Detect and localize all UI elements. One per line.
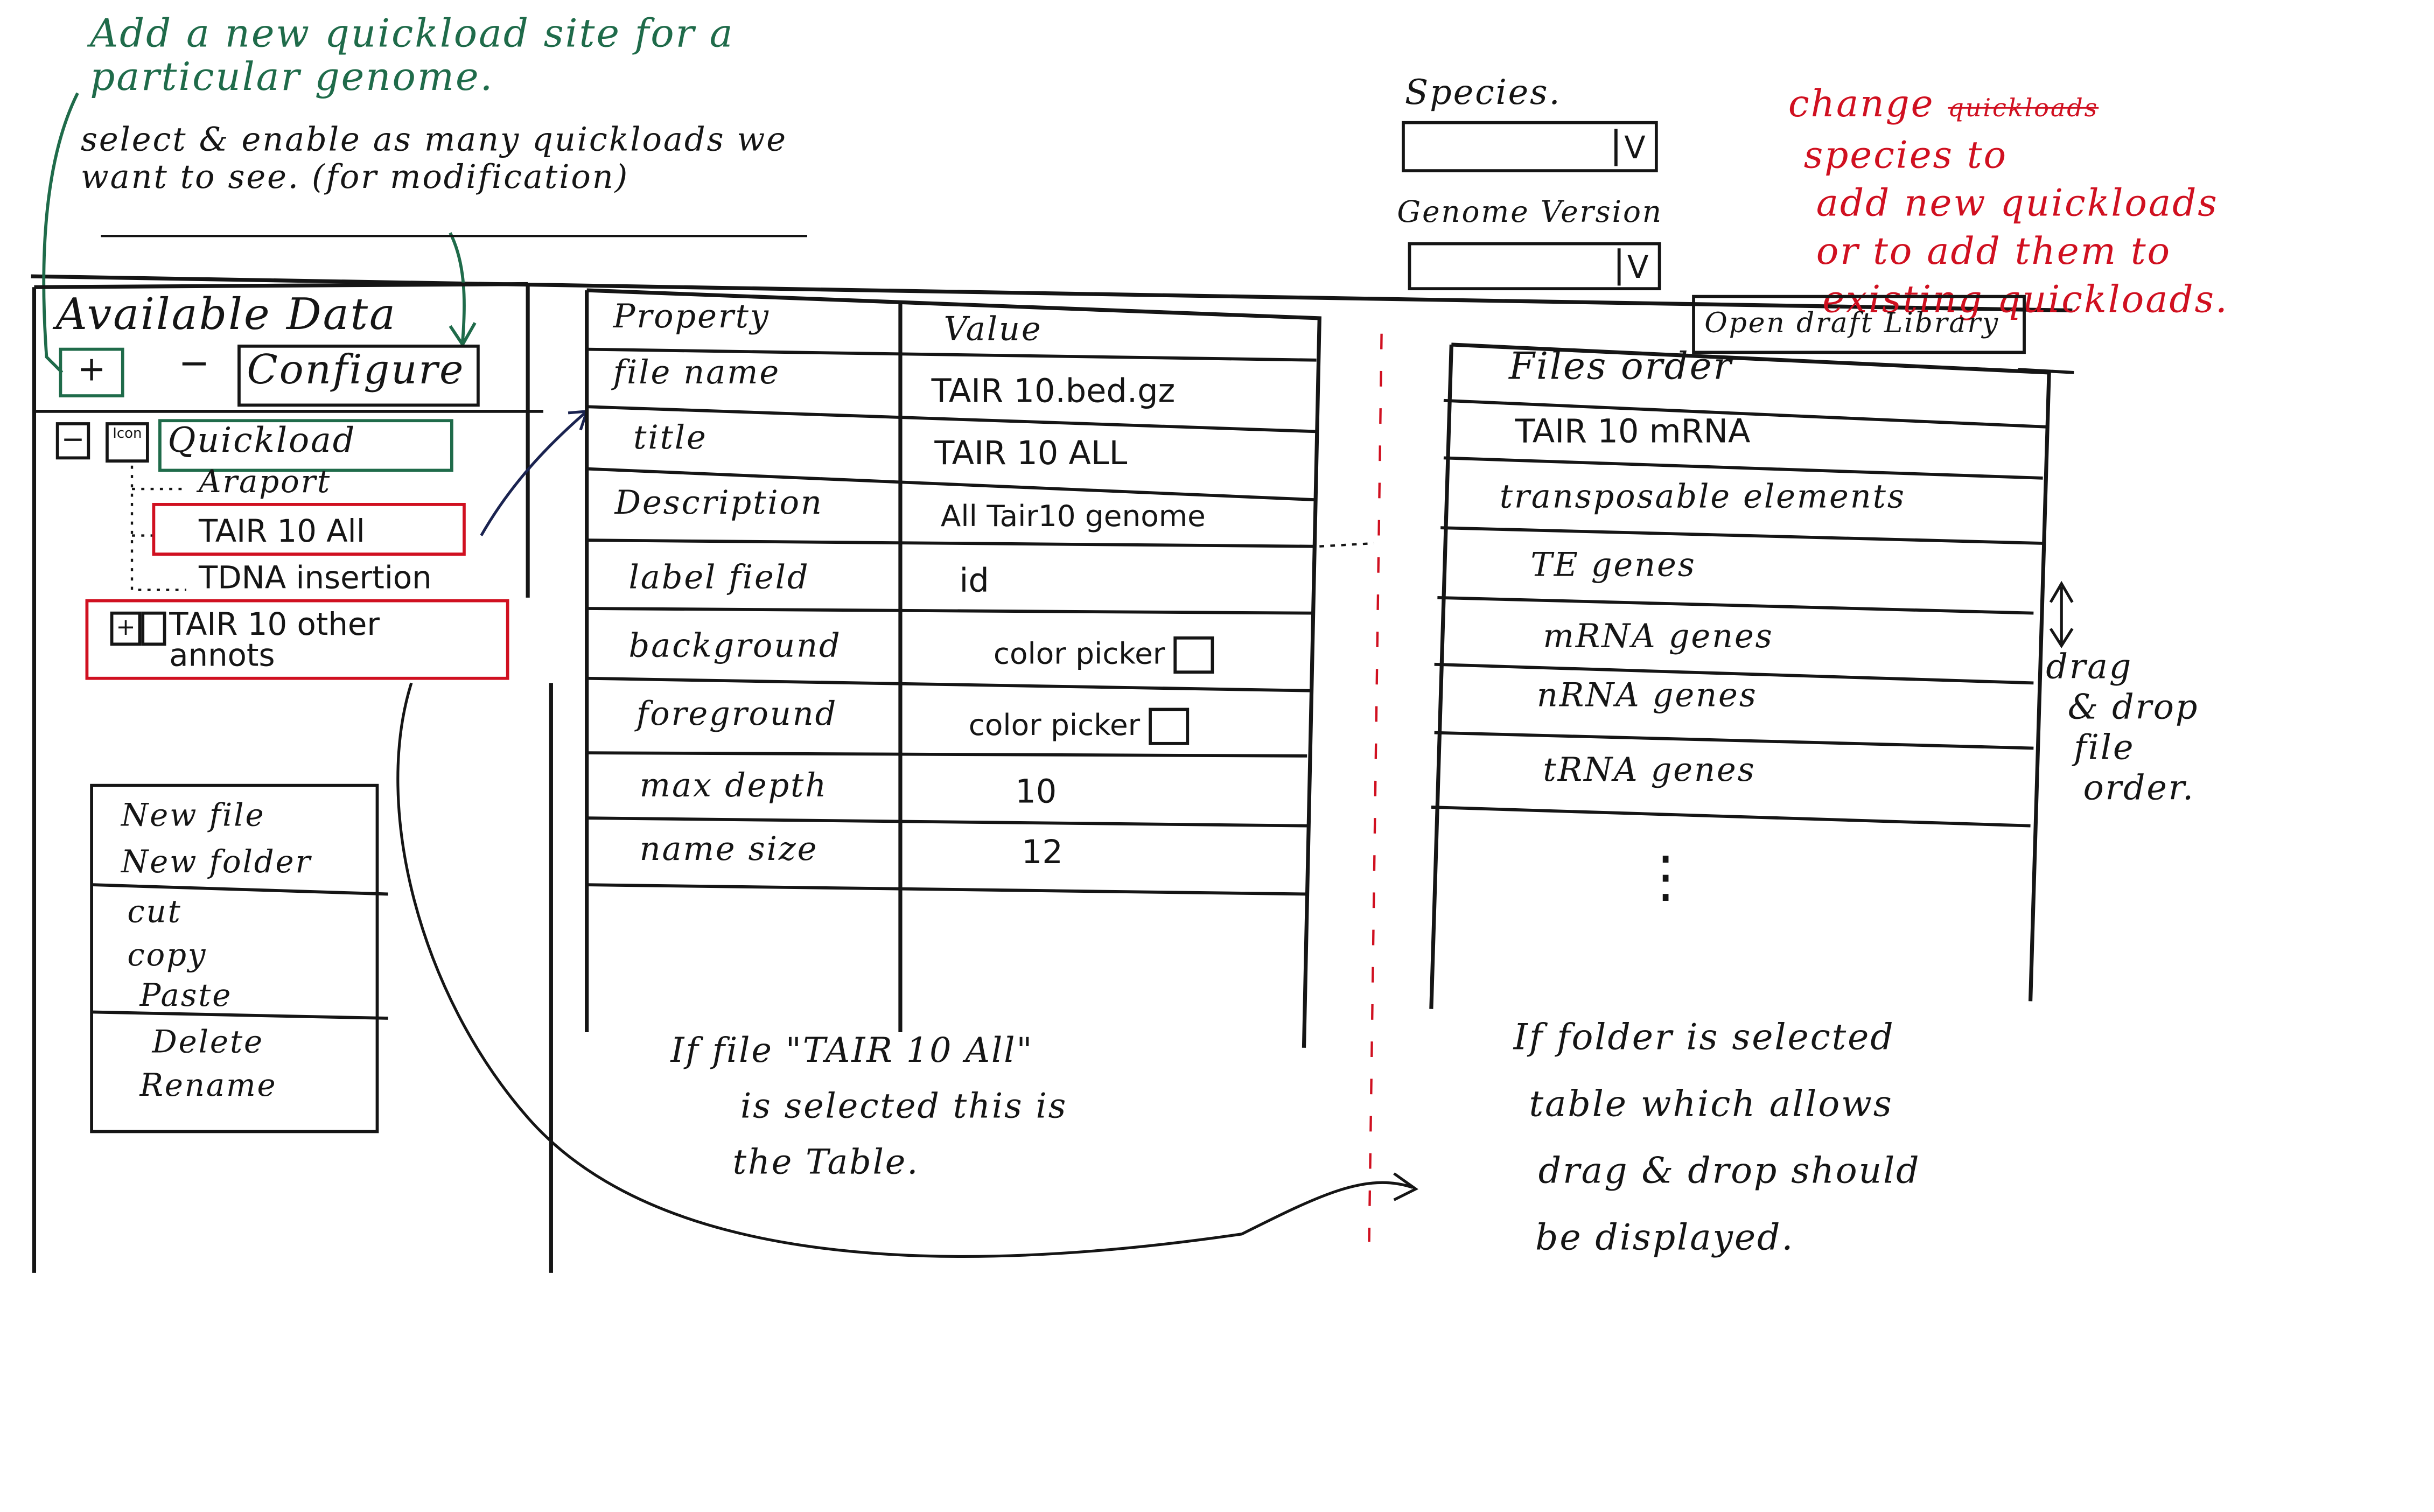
files-table-rows (1431, 398, 2046, 828)
property-name: Description (614, 484, 823, 522)
note-folder-selected: If folder is selected table which allows… (1513, 1018, 1921, 1259)
property-name: file name (613, 354, 781, 391)
property-name: max depth (639, 767, 828, 804)
note-select-enable: select & enable as many quickloads we wa… (80, 121, 787, 196)
drag-updown-arrow (2049, 580, 2074, 649)
tree-item-tdna-insertion[interactable]: TDNA insertion (198, 558, 432, 596)
property-value[interactable]: 10 (1015, 773, 1057, 810)
files-table-frame (1429, 342, 2051, 1009)
more-rows-ellipsis: ⋮ (1638, 846, 1694, 910)
configure-label: Configure (247, 347, 465, 395)
note-change-species: change quickloads species to add new qui… (1788, 82, 2229, 321)
property-name: name size (639, 830, 819, 868)
tree-item-quickload[interactable]: Quickload (158, 419, 453, 472)
property-value[interactable]: All Tair10 genome (940, 500, 1206, 534)
open-draft-library-label: Open draft Library (1704, 307, 2000, 340)
color-swatch[interactable] (1174, 636, 1215, 674)
property-name: label field (628, 558, 810, 596)
collapse-toggle[interactable]: − (55, 422, 90, 460)
header-divider (31, 274, 2073, 313)
property-value[interactable]: TAIR 10 ALL (934, 435, 1128, 472)
property-name: title (633, 419, 708, 457)
menu-item-copy[interactable]: copy (127, 936, 207, 974)
species-dropdown[interactable]: V (1402, 121, 1658, 172)
chevron-down-icon: V (1614, 129, 1646, 166)
property-table-frame (585, 288, 1321, 1048)
color-picker-background[interactable]: color picker (994, 636, 1215, 674)
menu-item-cut[interactable]: cut (127, 892, 182, 930)
open-draft-library-button[interactable]: Open draft Library (1692, 295, 2026, 354)
tree-item-tair10-all[interactable]: TAIR 10 All (152, 502, 466, 556)
file-row[interactable]: mRNA genes (1543, 618, 1774, 655)
note-drag-drop: drag & drop file order. (2046, 648, 2199, 809)
minus-icon: − (61, 423, 85, 457)
color-picker-foreground[interactable]: color picker (969, 708, 1190, 745)
menu-item-paste[interactable]: Paste (139, 976, 233, 1014)
arrow-to-files-table (396, 682, 1419, 1258)
property-name: foreground (636, 695, 838, 733)
tree-item-label: Quickload (167, 422, 356, 461)
arrow-to-property-table (480, 410, 589, 536)
context-menu: New file New folder cut copy Paste Delet… (90, 783, 379, 1133)
file-row[interactable]: TAIR 10 mRNA (1515, 412, 1751, 450)
property-value[interactable]: TAIR 10.bed.gz (931, 372, 1176, 410)
files-table-header: Files order (1508, 344, 1733, 388)
menu-item-rename[interactable]: Rename (139, 1066, 277, 1104)
available-data-title: Available Data (55, 289, 397, 340)
quickload-icon: Icon (106, 422, 149, 463)
remove-button[interactable]: − (178, 341, 210, 385)
column-header-property: Property (613, 298, 770, 335)
tree-item-araport[interactable]: Araport (198, 463, 332, 500)
color-swatch[interactable] (1149, 708, 1190, 745)
file-row[interactable]: transposable elements (1499, 478, 1906, 516)
left-panel-frame (32, 282, 553, 1273)
note-file-selected: If file "TAIR 10 All" is selected this i… (670, 1032, 1068, 1183)
species-label: Species. (1404, 74, 1562, 114)
chevron-down-icon: V (1618, 248, 1648, 286)
add-button[interactable]: + (59, 347, 124, 397)
green-arrow-left (42, 92, 79, 374)
tree-connectors (130, 465, 186, 591)
tree-item-label: TAIR 10 All (198, 512, 365, 550)
file-row[interactable]: tRNA genes (1543, 751, 1756, 789)
file-row[interactable]: TE genes (1530, 546, 1696, 584)
property-value[interactable]: id (959, 562, 989, 599)
tree-item-tair10-other-annots[interactable]: + TAIR 10 other annots (85, 599, 509, 680)
property-name: background (628, 627, 842, 664)
property-table-rows (586, 347, 1317, 896)
menu-item-new-file[interactable]: New file (121, 796, 265, 834)
note-add-site: Add a new quickload site for a particula… (90, 11, 735, 100)
expand-icon[interactable]: + (110, 611, 142, 646)
genome-version-dropdown[interactable]: V (1408, 242, 1661, 291)
file-row[interactable]: nRNA genes (1536, 676, 1758, 715)
configure-button[interactable]: Configure (237, 344, 480, 407)
tree-item-label: TAIR 10 other annots (169, 605, 380, 674)
menu-item-delete[interactable]: Delete (152, 1023, 264, 1060)
struck-word: quickloads (1948, 93, 2099, 123)
section-separator (1368, 333, 1383, 1242)
plus-icon: + (77, 351, 106, 390)
property-value[interactable]: 12 (1021, 834, 1063, 871)
folder-icon (141, 611, 166, 646)
menu-item-new-folder[interactable]: New folder (121, 843, 312, 880)
green-arrow-configure (449, 232, 477, 348)
genome-version-label: Genome Version (1397, 195, 1663, 230)
column-header-value: Value (943, 310, 1043, 348)
